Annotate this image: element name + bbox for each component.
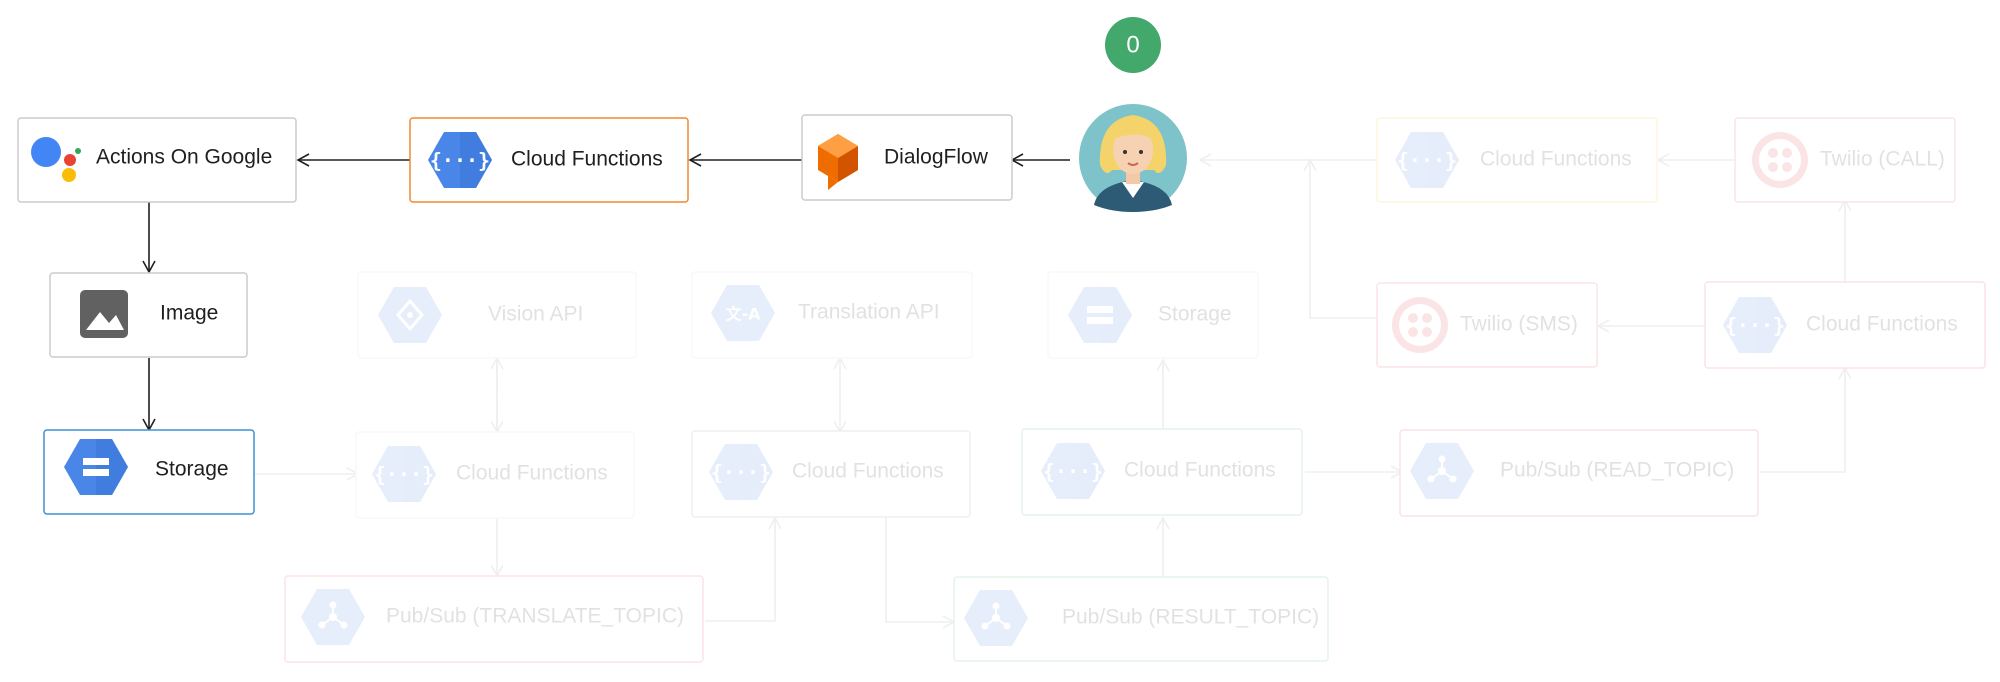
- edge-twilio-sms-to-user: [1303, 158, 1390, 319]
- node-label: Cloud Functions: [511, 148, 663, 171]
- node-pubsub-read[interactable]: Pub/Sub (READ_TOPIC): [1399, 429, 1759, 517]
- node-storage-main[interactable]: Storage: [43, 429, 255, 515]
- twilio-icon: [1392, 297, 1448, 353]
- node-label: Vision API: [488, 303, 583, 326]
- node-vision-api[interactable]: Vision API: [357, 271, 637, 359]
- node-label: Cloud Functions: [1124, 459, 1276, 482]
- counter-value: 0: [1126, 31, 1139, 58]
- user-avatar-icon: [1094, 115, 1172, 212]
- node-pubsub-result[interactable]: Pub/Sub (RESULT_TOPIC): [953, 576, 1329, 662]
- node-label: Storage: [155, 458, 229, 481]
- google-assistant-icon: [31, 137, 81, 182]
- node-label: Cloud Functions: [792, 460, 944, 483]
- node-cloud-functions-3[interactable]: Cloud Functions: [1021, 428, 1303, 516]
- faded-edges: [255, 153, 1852, 629]
- node-label: Translation API: [798, 301, 940, 324]
- node-cloud-functions-2[interactable]: Cloud Functions: [691, 430, 971, 518]
- node-label: Pub/Sub (READ_TOPIC): [1500, 459, 1734, 482]
- node-cloud-functions-right[interactable]: Cloud Functions: [1704, 281, 1986, 369]
- node-label: Pub/Sub (RESULT_TOPIC): [1062, 606, 1319, 629]
- edge-pubsub-translate-to-cf2: [705, 516, 782, 622]
- node-cloud-functions-main[interactable]: Cloud Functions: [409, 117, 689, 203]
- node-label: Cloud Functions: [1480, 148, 1632, 171]
- dialogflow-icon: [818, 134, 858, 190]
- node-user[interactable]: [1079, 104, 1187, 212]
- counter-badge: 0: [1105, 17, 1161, 73]
- edge-pubsub-read-to-cf-right: [1760, 366, 1852, 473]
- node-cloud-functions-top-right[interactable]: Cloud Functions: [1376, 117, 1658, 203]
- counter-circle: [1105, 17, 1161, 73]
- node-label: Storage: [1158, 303, 1232, 326]
- inactive-layer: Cloud Functions Twilio (CALL) Twilio (SM…: [255, 117, 1986, 663]
- node-label: Image: [160, 302, 218, 325]
- node-cloud-functions-1[interactable]: Cloud Functions: [355, 431, 635, 519]
- edge-cf2-to-pubsub-result: [885, 518, 956, 629]
- node-translation-api[interactable]: Translation API: [691, 271, 973, 359]
- node-label: Cloud Functions: [1806, 313, 1958, 336]
- image-icon: [80, 290, 128, 338]
- node-label: DialogFlow: [884, 146, 989, 169]
- node-storage-mid[interactable]: Storage: [1047, 271, 1259, 359]
- node-dialogflow[interactable]: DialogFlow: [801, 114, 1013, 201]
- active-edges: [142, 153, 1070, 432]
- node-pubsub-translate[interactable]: Pub/Sub (TRANSLATE_TOPIC): [284, 575, 704, 663]
- node-label: Actions On Google: [96, 146, 272, 169]
- node-twilio-call[interactable]: Twilio (CALL): [1734, 117, 1956, 203]
- node-label: Twilio (CALL): [1820, 148, 1945, 171]
- node-actions-on-google[interactable]: Actions On Google: [17, 117, 297, 203]
- node-label: Cloud Functions: [456, 462, 608, 485]
- node-image[interactable]: Image: [49, 272, 248, 358]
- node-twilio-sms[interactable]: Twilio (SMS): [1376, 282, 1598, 368]
- twilio-icon: [1752, 132, 1808, 188]
- node-label: Pub/Sub (TRANSLATE_TOPIC): [386, 605, 684, 628]
- node-label: Twilio (SMS): [1460, 313, 1578, 336]
